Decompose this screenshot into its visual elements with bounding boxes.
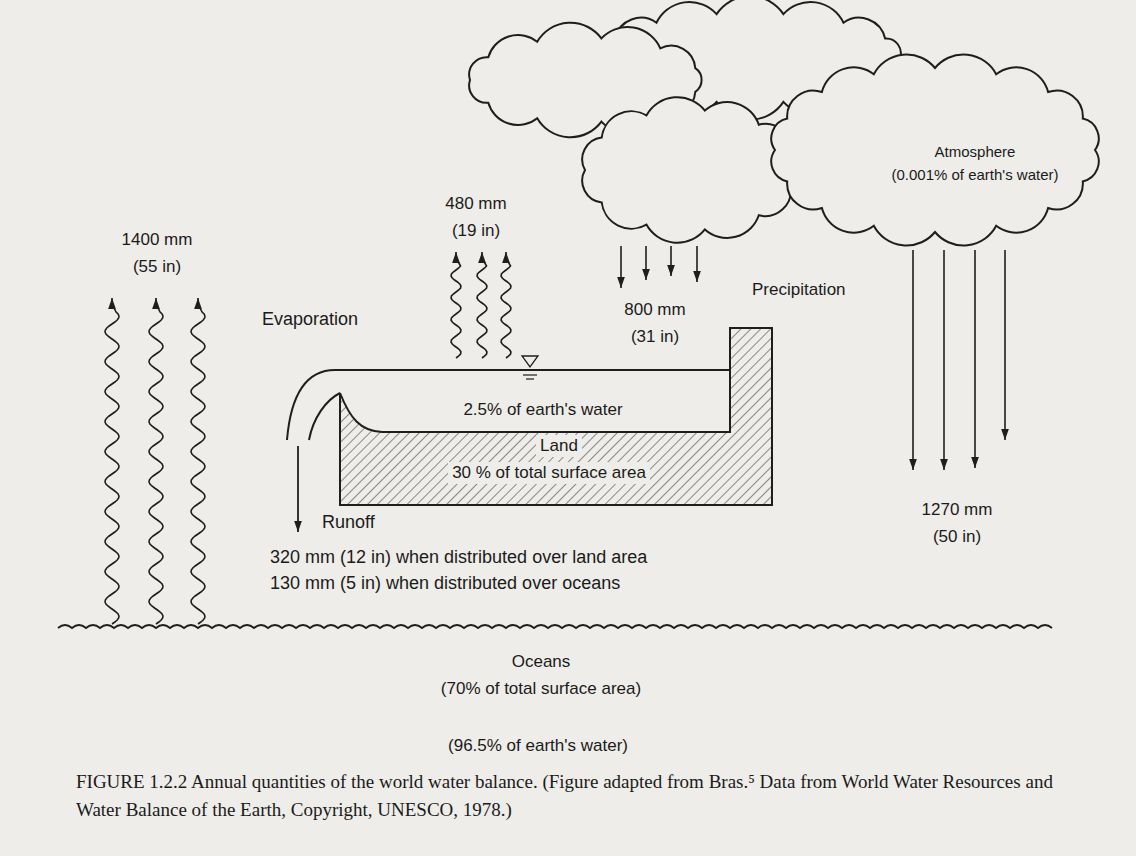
precipitation-ocean-amount: 1270 mm (50 in) (920, 496, 995, 550)
atmosphere-cloud: Atmosphere (0.001% of earth's water) (760, 52, 1112, 248)
evaporation-land-amount: 480 mm (19 in) (443, 190, 509, 244)
wrap-spacer (439, 648, 510, 650)
runoff-ocean-amount: 130 mm (5 in) when distributed over ocea… (270, 570, 620, 597)
wrap-spacer (1017, 140, 1061, 142)
ocean-water-share: (96.5% of earth's water) (448, 732, 628, 759)
land-block (287, 328, 772, 505)
precipitation-label: Precipitation (752, 276, 846, 303)
ocean-surface (58, 625, 1052, 628)
land-water-share: 2.5% of earth's water (463, 396, 622, 423)
land-area-share: 30 % of total surface area (448, 462, 650, 484)
evaporation-arrow (105, 298, 119, 624)
runoff-arrow (297, 446, 299, 532)
runoff-label: Runoff (322, 509, 375, 536)
evaporation-label: Evaporation (262, 306, 358, 333)
runoff-land-amount: 320 mm (12 in) when distributed over lan… (270, 544, 647, 571)
precipitation-land-amount: 800 mm (31 in) (622, 296, 688, 350)
evaporation-ocean-amount: 1400 mm (55 in) (120, 226, 195, 280)
wrap-spacer (572, 648, 643, 650)
land-label: Land (536, 435, 582, 457)
evaporation-arrow (191, 298, 205, 624)
node-label: Atmosphere (0.001% of earth's water) (889, 140, 1061, 186)
cloud-outline (582, 97, 800, 243)
evaporation-arrow (451, 252, 461, 358)
evaporation-arrow (149, 298, 163, 624)
evaporation-arrow (501, 252, 511, 358)
wrap-spacer (889, 140, 933, 142)
figure-caption: FIGURE 1.2.2 Annual quantities of the wo… (76, 768, 1086, 824)
evaporation-arrow (477, 252, 487, 358)
ocean-label: Oceans (70% of total surface area) (439, 648, 644, 702)
cloud-outline (771, 54, 1098, 245)
